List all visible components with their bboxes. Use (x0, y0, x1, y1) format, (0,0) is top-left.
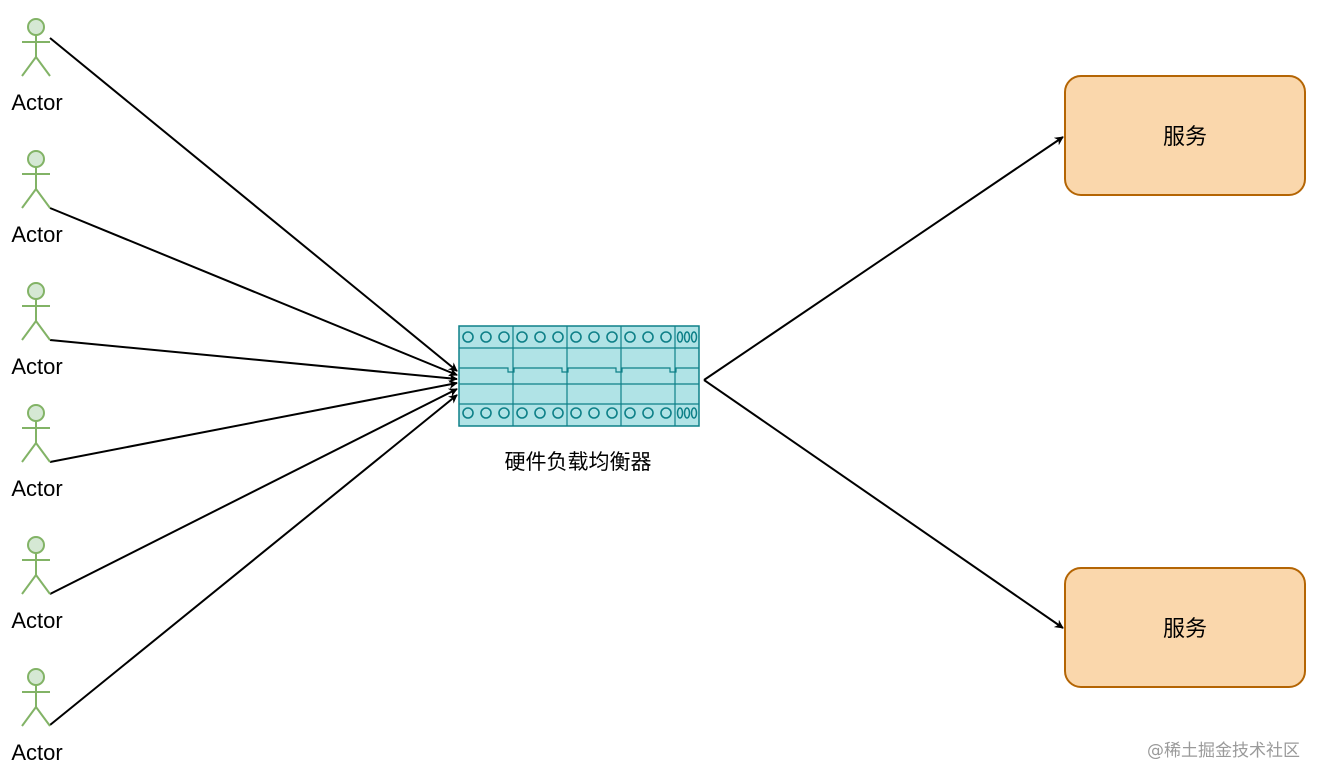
load-balancer[interactable]: 硬件负载均衡器 (458, 325, 700, 474)
actor-label: Actor (11, 740, 62, 765)
edge-actor-6-to-lb[interactable] (49, 394, 458, 726)
actor-figure-icon (21, 668, 51, 727)
actor-1[interactable]: Actor (11, 18, 63, 115)
load-balancer-label: 硬件负载均衡器 (505, 450, 652, 474)
service-edges (703, 136, 1064, 629)
actor-figure-icon (21, 150, 51, 209)
actor-label: Actor (11, 476, 62, 501)
actor-5[interactable]: Actor (11, 536, 63, 633)
load-balancer-icon (458, 325, 700, 427)
actor-4[interactable]: Actor (11, 404, 63, 501)
actor-figure-icon (21, 404, 51, 463)
actor-label: Actor (11, 90, 62, 115)
actor-2[interactable]: Actor (11, 150, 63, 247)
actor-6[interactable]: Actor (11, 668, 63, 765)
watermark: @稀土掘金技术社区 (1147, 741, 1300, 761)
service-box (1064, 75, 1306, 196)
edge-actor-5-to-lb[interactable] (49, 388, 458, 595)
edge-lb-to-service-2[interactable] (703, 379, 1064, 629)
service-box (1064, 567, 1306, 688)
service-label: 服务 (1163, 617, 1207, 642)
actor-label: Actor (11, 608, 62, 633)
actor-figure-icon (21, 18, 51, 77)
edge-actor-3-to-lb[interactable] (49, 339, 458, 383)
edge-actor-1-to-lb[interactable] (49, 37, 458, 372)
actor-figure-icon (21, 282, 51, 341)
actor-figure-icon (21, 536, 51, 595)
edge-actor-4-to-lb[interactable] (49, 380, 458, 463)
actor-label: Actor (11, 222, 62, 247)
edge-lb-to-service-1[interactable] (703, 136, 1064, 381)
edge-actor-2-to-lb[interactable] (49, 207, 458, 377)
actor-edges (49, 37, 458, 726)
service-label: 服务 (1163, 125, 1207, 150)
service-1[interactable]: 服务 (1064, 75, 1306, 196)
actor-3[interactable]: Actor (11, 282, 63, 379)
actor-label: Actor (11, 354, 62, 379)
service-2[interactable]: 服务 (1064, 567, 1306, 688)
